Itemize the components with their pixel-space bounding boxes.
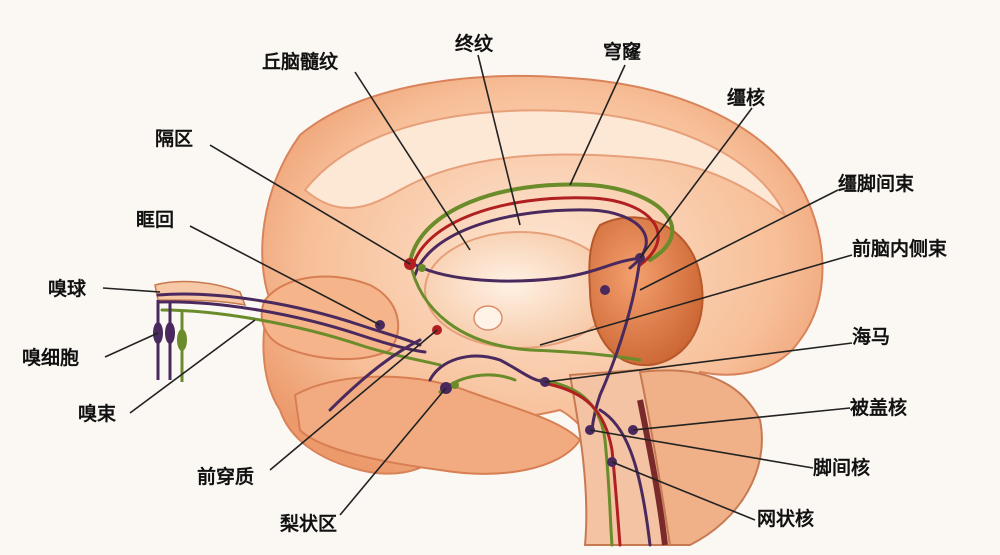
label-jiang-jiao-jian-shu: 缰脚间束	[838, 172, 915, 195]
cerebellum-edge	[638, 369, 763, 546]
label-qian-chuan-zhi: 前穿质	[197, 465, 254, 488]
anterior-commissure	[473, 305, 503, 331]
label-kuang-hui: 眶回	[136, 209, 174, 231]
label-xiu-qiu: 嗅球	[48, 277, 87, 300]
fiber-pathways	[156, 182, 675, 547]
olfactory-receptor-cells	[153, 300, 187, 382]
label-hai-ma: 海马	[852, 325, 890, 348]
label-wang-zhuang-he: 网状核	[757, 507, 814, 530]
leader-lines	[102, 54, 853, 521]
label-bei-gai-he: 被盖核	[850, 396, 907, 419]
frontal-basal	[260, 275, 400, 360]
brainstem-tract-dark	[637, 399, 668, 546]
label-qiong-long: 穹窿	[603, 40, 642, 63]
label-zhong-wen: 终纹	[455, 32, 494, 55]
label-li-zhuang-qu: 梨状区	[279, 512, 337, 535]
thalamus	[424, 231, 616, 349]
label-jiao-jian-he: 脚间核	[813, 456, 870, 479]
label-qiu-nao-sui-wen: 丘脑髓纹	[262, 50, 339, 73]
label-xiu-xi-bao: 嗅细胞	[22, 346, 79, 369]
corpus-callosum	[303, 109, 788, 218]
label-ge-qu: 隔区	[155, 128, 193, 150]
labels: 丘脑髓纹 终纹 穹窿 隔区 缰核 缰脚间束 眶回 前脑内侧束 嗅球 嗅细胞 海马…	[22, 32, 948, 535]
label-qian-nao-nei-ce-shu: 前脑内侧束	[852, 237, 948, 260]
label-xiu-shu: 嗅束	[78, 402, 117, 425]
label-jiang-he: 缰核	[727, 86, 765, 109]
